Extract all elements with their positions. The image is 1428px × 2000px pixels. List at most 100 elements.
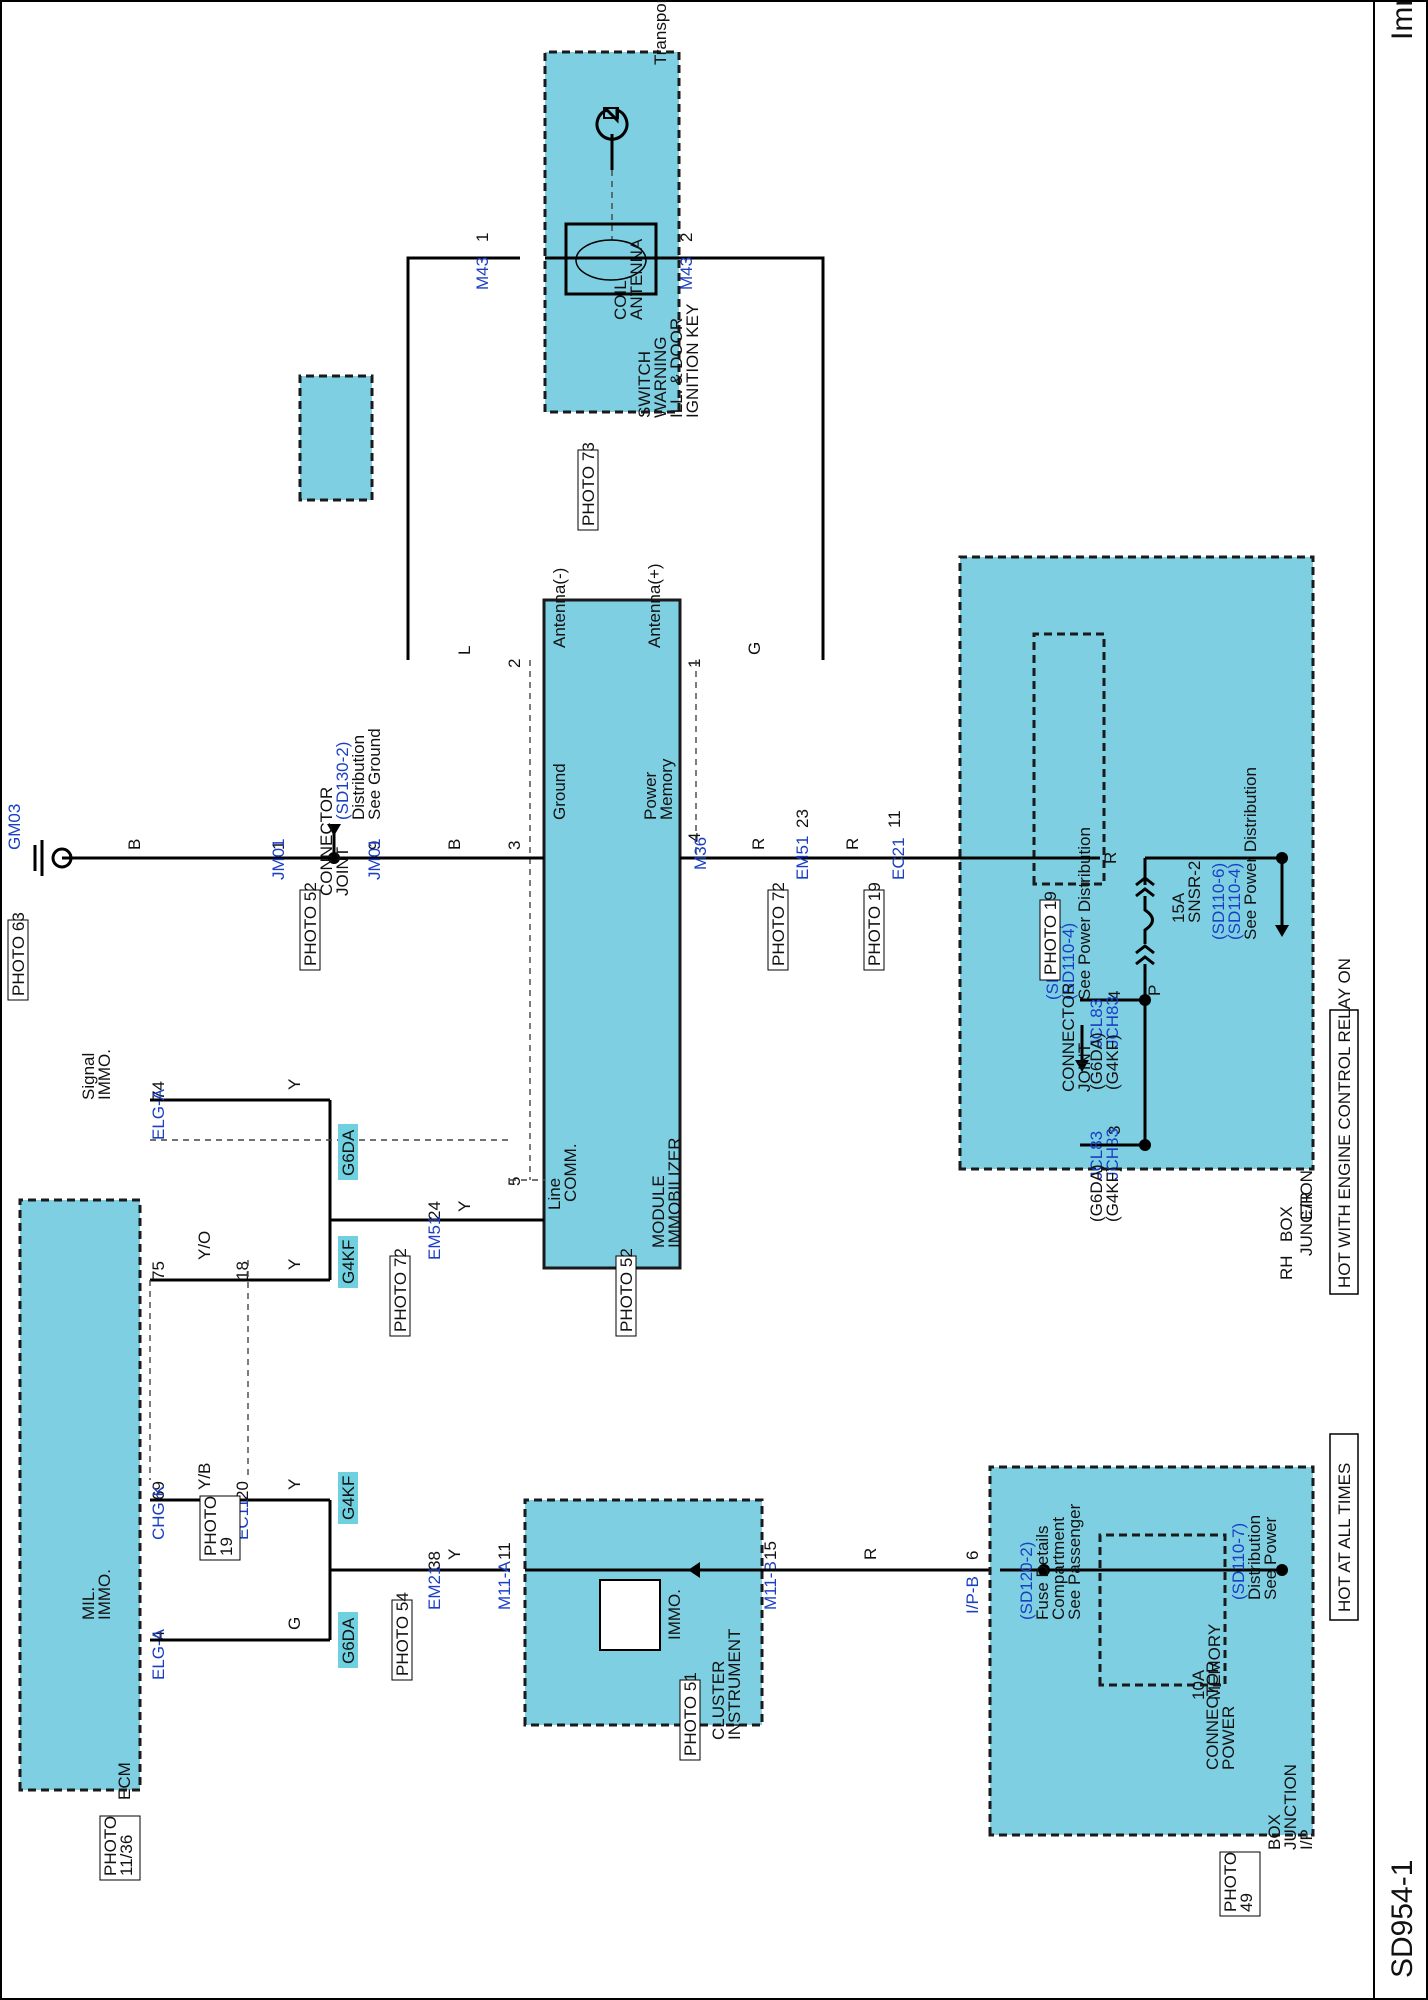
svg-text:(SD110-7): (SD110-7) — [1229, 1523, 1248, 1600]
svg-text:M43: M43 — [473, 257, 492, 290]
svg-text:See Power Distribution: See Power Distribution — [1241, 767, 1260, 940]
svg-text:11/36: 11/36 — [117, 1835, 136, 1876]
svg-text:10A: 10A — [1189, 1669, 1208, 1700]
svg-text:CONNECTOR: CONNECTOR — [317, 787, 336, 896]
svg-text:49: 49 — [1237, 1893, 1256, 1912]
svg-text:I/P-B: I/P-B — [963, 1576, 982, 1614]
immobilizer-module — [542, 598, 682, 1270]
svg-text:B: B — [445, 839, 464, 850]
page-title: Immobilizer System (1) — [1386, 0, 1419, 40]
svg-text:CONNECTOR: CONNECTOR — [1059, 983, 1078, 1092]
svg-text:G4KF: G4KF — [339, 1240, 358, 1284]
svg-text:PHOTO 54: PHOTO 54 — [393, 1592, 412, 1676]
svg-text:Fuse Details: Fuse Details — [1033, 1526, 1052, 1620]
svg-text:JM01: JM01 — [365, 838, 384, 880]
svg-text:R: R — [1101, 852, 1120, 864]
er-junction-box — [958, 555, 1315, 1171]
svg-text:EC21: EC21 — [889, 837, 908, 880]
svg-text:JCL83: JCL83 — [1087, 1131, 1106, 1180]
svg-text:PHOTO: PHOTO — [201, 1496, 220, 1556]
svg-text:R: R — [843, 838, 862, 850]
svg-text:JOINT: JOINT — [333, 847, 352, 896]
svg-text:IMMOBILIZER: IMMOBILIZER — [665, 1137, 684, 1248]
svg-text:MODULE: MODULE — [649, 1175, 668, 1248]
er-inner-power-dist — [1032, 632, 1106, 886]
svg-text:PHOTO 73: PHOTO 73 — [579, 442, 598, 526]
svg-text:(SD130-2): (SD130-2) — [333, 742, 352, 820]
svg-text:1: 1 — [685, 659, 704, 668]
svg-text:(SD110-4): (SD110-4) — [1225, 863, 1244, 940]
er-box-name: E/R — [1297, 1192, 1316, 1220]
svg-text:G: G — [745, 642, 764, 655]
svg-text:G6DA: G6DA — [339, 1129, 358, 1176]
svg-text:INSTRUMENT: INSTRUMENT — [725, 1629, 744, 1740]
svg-text:ELG-A: ELG-A — [149, 1628, 168, 1680]
ignition-key-switch — [543, 50, 681, 414]
ground-symbol-icon — [51, 847, 73, 869]
svg-text:G6DA: G6DA — [339, 1617, 358, 1664]
svg-text:4: 4 — [1105, 991, 1124, 1000]
svg-text:Distribution: Distribution — [349, 735, 368, 820]
svg-text:Y: Y — [445, 1549, 464, 1560]
svg-text:24: 24 — [425, 1201, 444, 1220]
svg-text:JUNCTION: JUNCTION — [1281, 1764, 1300, 1850]
svg-text:Line: Line — [545, 1178, 564, 1210]
svg-text:Memory: Memory — [657, 758, 676, 820]
er-hot-header — [1329, 1009, 1359, 1295]
svg-text:WARNING: WARNING — [651, 336, 670, 418]
svg-text:11: 11 — [495, 1542, 514, 1560]
ip-hot-header — [1329, 1433, 1359, 1621]
svg-text:IMMO.: IMMO. — [95, 1569, 114, 1620]
svg-text:(SD110-6): (SD110-6) — [1209, 863, 1228, 940]
ecm — [18, 1198, 142, 1792]
svg-text:Compartment: Compartment — [1049, 1517, 1068, 1620]
svg-text:R: R — [861, 1548, 880, 1560]
svg-text:BOX: BOX — [1277, 1206, 1296, 1242]
svg-text:GM03: GM03 — [5, 804, 24, 850]
svg-text:PHOTO 72: PHOTO 72 — [391, 1248, 410, 1332]
svg-text:See Power: See Power — [1261, 1517, 1280, 1600]
svg-text:EM51: EM51 — [793, 836, 812, 880]
svg-text:See Ground: See Ground — [365, 728, 384, 820]
svg-text:Ground: Ground — [550, 763, 569, 820]
svg-text:PHOTO 52: PHOTO 52 — [617, 1248, 636, 1332]
svg-text:20: 20 — [233, 1481, 252, 1500]
er-see-arrow — [1275, 925, 1289, 937]
svg-text:1: 1 — [473, 233, 492, 242]
svg-text:EM21: EM21 — [425, 1566, 444, 1610]
svg-text:38: 38 — [425, 1551, 444, 1570]
svg-text:15: 15 — [761, 1541, 780, 1560]
svg-text:M11-B: M11-B — [761, 1561, 780, 1610]
svg-text:2: 2 — [505, 659, 524, 668]
svg-text:JCH83: JCH83 — [1103, 996, 1122, 1048]
svg-text:PHOTO 72: PHOTO 72 — [769, 882, 788, 966]
svg-text:(SD120-2): (SD120-2) — [1017, 1542, 1036, 1620]
svg-text:PHOTO: PHOTO — [1221, 1852, 1240, 1912]
svg-text:PHOTO: PHOTO — [101, 1816, 120, 1876]
svg-text:69: 69 — [149, 1481, 168, 1500]
svg-text:Antenna(+): Antenna(+) — [645, 563, 664, 648]
svg-text:ILL. & DOOR: ILL. & DOOR — [667, 318, 686, 418]
svg-text:G4KF: G4KF — [339, 1476, 358, 1520]
svg-text:RH: RH — [1277, 1255, 1296, 1280]
svg-text:COIL: COIL — [611, 280, 630, 320]
svg-text:75: 75 — [149, 1261, 168, 1280]
svg-text:JCL83: JCL83 — [1087, 999, 1106, 1048]
svg-text:I/P: I/P — [1297, 1829, 1316, 1850]
svg-text:74: 74 — [149, 1081, 168, 1100]
svg-text:19: 19 — [217, 1537, 236, 1556]
svg-text:MIL.: MIL. — [79, 1587, 98, 1620]
svg-text:(G4KF): (G4KF) — [1103, 1034, 1122, 1090]
ground-joint-connector — [298, 374, 374, 502]
svg-text:Y: Y — [285, 1479, 304, 1490]
svg-text:3: 3 — [505, 841, 524, 850]
ip-junction-box — [988, 1465, 1315, 1837]
svg-text:Y: Y — [285, 1259, 304, 1270]
svg-text:PHOTO 19: PHOTO 19 — [1041, 891, 1060, 975]
svg-text:P: P — [1145, 985, 1164, 996]
ip-hot-label: HOT AT ALL TIMES — [1335, 1463, 1354, 1612]
svg-text:JCH83: JCH83 — [1103, 1128, 1122, 1180]
